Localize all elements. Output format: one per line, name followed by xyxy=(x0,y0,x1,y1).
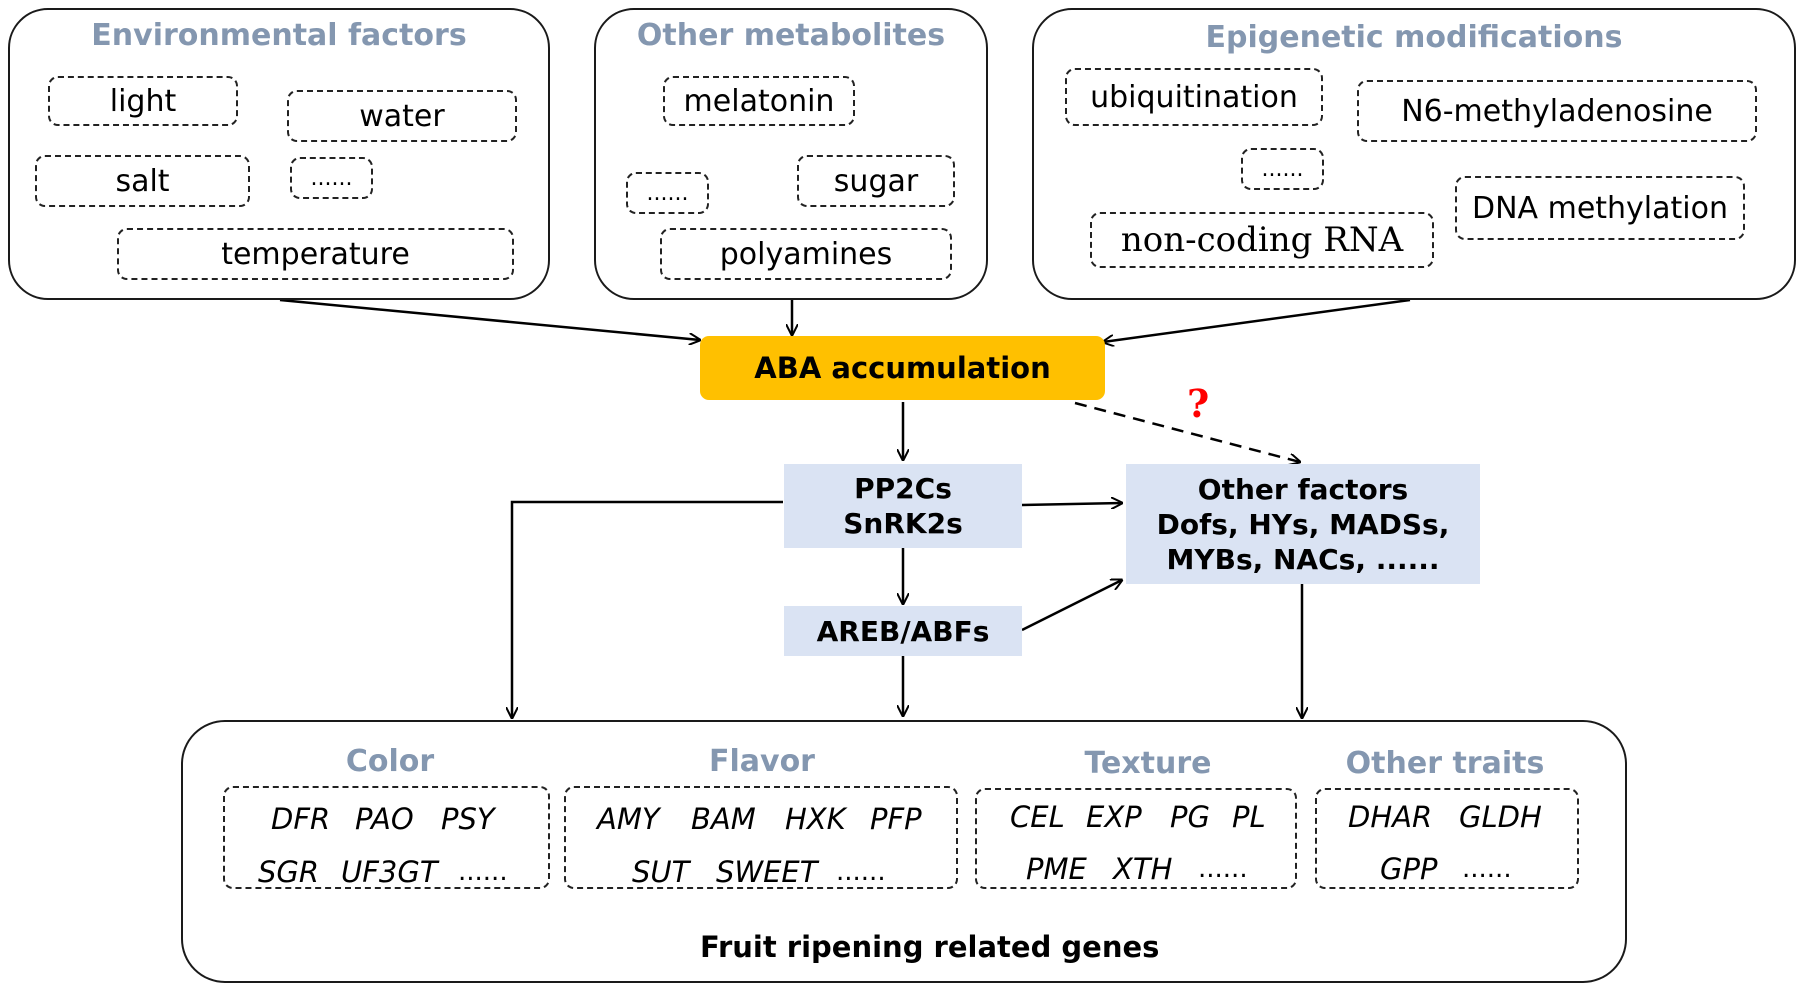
areb-abf-node: AREB/ABFs xyxy=(784,606,1022,656)
factor-more: ...... xyxy=(290,157,373,199)
other-metabolites-group xyxy=(594,8,988,300)
epigenetic-dna-methylation: DNA methylation xyxy=(1455,176,1745,240)
factor-salt: salt xyxy=(35,155,250,207)
color-trait-title: Color xyxy=(345,744,435,779)
other-traits-genes-box xyxy=(1315,788,1579,889)
gene-gldh: GLDH xyxy=(1459,800,1542,834)
arrow-pp2c-to-other xyxy=(1021,503,1122,505)
gene-sweet: SWEET xyxy=(716,855,818,889)
color-genes-box xyxy=(223,786,550,889)
pp2c-snrk2-node: PP2Cs SnRK2s xyxy=(784,464,1022,548)
other-factors-list-2: MYBs, NACs, ...... xyxy=(1166,542,1440,576)
metabolite-polyamines: polyamines xyxy=(660,228,952,280)
gene-amy: AMY xyxy=(597,802,660,836)
aba-accumulation-node: ABA accumulation xyxy=(700,336,1105,400)
gene-bam: BAM xyxy=(691,802,756,836)
flavor-genes-box xyxy=(564,786,958,889)
gene-pfp: PFP xyxy=(870,802,922,836)
snrk2-label: SnRK2s xyxy=(843,507,963,540)
texture-genes-box xyxy=(975,788,1297,889)
gene-psy: PSY xyxy=(441,802,495,836)
gene-sgr: SGR xyxy=(258,855,320,889)
gene-dfr: DFR xyxy=(271,802,331,836)
gene-pao: PAO xyxy=(355,802,414,836)
environmental-factors-group xyxy=(8,8,550,300)
other-traits-genes-more: ...... xyxy=(1462,854,1512,884)
gene-sut: SUT xyxy=(632,855,690,889)
metabolite-melatonin: melatonin xyxy=(663,76,855,126)
color-genes-more: ...... xyxy=(458,857,508,887)
factor-water: water xyxy=(287,90,517,142)
factor-light: light xyxy=(48,76,238,126)
arrow-epi-to-aba xyxy=(1103,298,1411,342)
pp2c-label: PP2Cs xyxy=(854,472,952,505)
other-factors-node: Other factors Dofs, HYs, MADSs, MYBs, NA… xyxy=(1126,464,1480,584)
arrow-areb-to-other xyxy=(1021,580,1122,632)
gene-hxk: HXK xyxy=(785,802,846,836)
other-metabolites-title: Other metabolites xyxy=(636,18,946,53)
epigenetic-ubiquitination: ubiquitination xyxy=(1065,68,1323,126)
flavor-trait-title: Flavor xyxy=(709,744,815,779)
other-traits-title: Other traits xyxy=(1345,746,1545,781)
gene-cel: CEL xyxy=(1010,800,1065,834)
gene-exp: EXP xyxy=(1086,800,1142,834)
epigenetic-modifications-title: Epigenetic modifications xyxy=(1205,20,1623,55)
other-factors-label: Other factors xyxy=(1197,472,1409,506)
texture-genes-more: ...... xyxy=(1198,854,1248,884)
unknown-link-question-mark: ? xyxy=(1187,381,1210,426)
arrow-pp2c-to-color xyxy=(512,500,783,718)
gene-pg: PG xyxy=(1170,800,1210,834)
texture-trait-title: Texture xyxy=(1084,746,1212,781)
flavor-genes-more: ...... xyxy=(836,857,886,887)
epigenetic-modifications-group xyxy=(1032,8,1796,300)
epigenetic-n6-methyladenosine: N6-methyladenosine xyxy=(1357,80,1757,142)
other-factors-list-1: Dofs, HYs, MADSs, xyxy=(1156,507,1450,541)
gene-gpp: GPP xyxy=(1380,852,1438,886)
epigenetic-more: ...... xyxy=(1241,148,1324,190)
gene-pl: PL xyxy=(1232,800,1266,834)
gene-pme: PME xyxy=(1026,852,1087,886)
gene-uf3gt: UF3GT xyxy=(341,855,438,889)
factor-temperature: temperature xyxy=(117,228,514,280)
arrow-env-to-aba xyxy=(279,298,700,340)
metabolite-more: ...... xyxy=(626,172,709,214)
gene-xth: XTH xyxy=(1113,852,1173,886)
epigenetic-non-coding-rna: non-coding RNA xyxy=(1090,212,1434,268)
environmental-factors-title: Environmental factors xyxy=(91,18,467,53)
fruit-ripening-genes-group xyxy=(181,720,1627,983)
metabolite-sugar: sugar xyxy=(797,155,955,207)
fruit-ripening-genes-label: Fruit ripening related genes xyxy=(700,930,1160,964)
gene-dhar: DHAR xyxy=(1348,800,1433,834)
